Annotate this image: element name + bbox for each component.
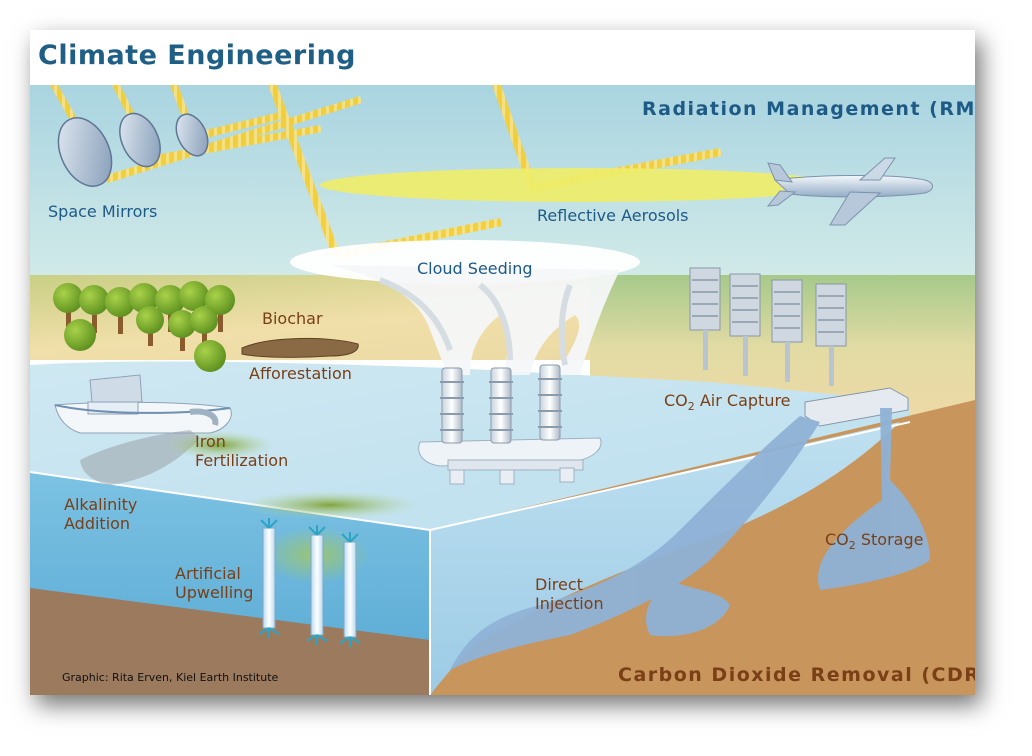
seafloor-front (30, 588, 430, 695)
algae-bloom (240, 491, 420, 519)
label-reflective-aerosols: Reflective Aerosols (537, 206, 689, 225)
category-rm: Radiation Management (RM) (642, 98, 975, 120)
airplane-icon (766, 157, 933, 226)
aerosol-cloud (320, 168, 840, 202)
ocean-right (430, 422, 900, 695)
graphic-credit: Graphic: Rita Erven, Kiel Earth Institut… (62, 671, 279, 684)
biochar-pile (241, 337, 359, 358)
category-cdr: Carbon Dioxide Removal (CDR) (618, 664, 975, 686)
label-biochar: Biochar (262, 309, 323, 328)
co2-injection (450, 408, 930, 670)
title-bar (30, 30, 975, 85)
space-mirrors (57, 112, 209, 187)
power-plant-platform (418, 364, 602, 485)
label-space-mirrors: Space Mirrors (48, 202, 158, 221)
air-capture-panels (689, 267, 909, 427)
label-co2-air-capture: CO2 Air Capture (664, 391, 791, 414)
afforestation-trees (53, 281, 235, 372)
page-title: Climate Engineering (38, 40, 357, 71)
diagram-frame: Climate Engineering Radiation Management… (30, 30, 975, 695)
upwelling-pipes (258, 518, 370, 647)
ship-icon (54, 374, 232, 434)
climate-engineering-scene (30, 30, 975, 695)
label-afforestation: Afforestation (249, 364, 352, 383)
algae-bloom-surface (165, 431, 275, 459)
label-co2-storage: CO2 Storage (825, 530, 924, 553)
label-cloud-seeding: Cloud Seeding (417, 259, 533, 278)
cloud-seeding-plume (290, 240, 640, 375)
